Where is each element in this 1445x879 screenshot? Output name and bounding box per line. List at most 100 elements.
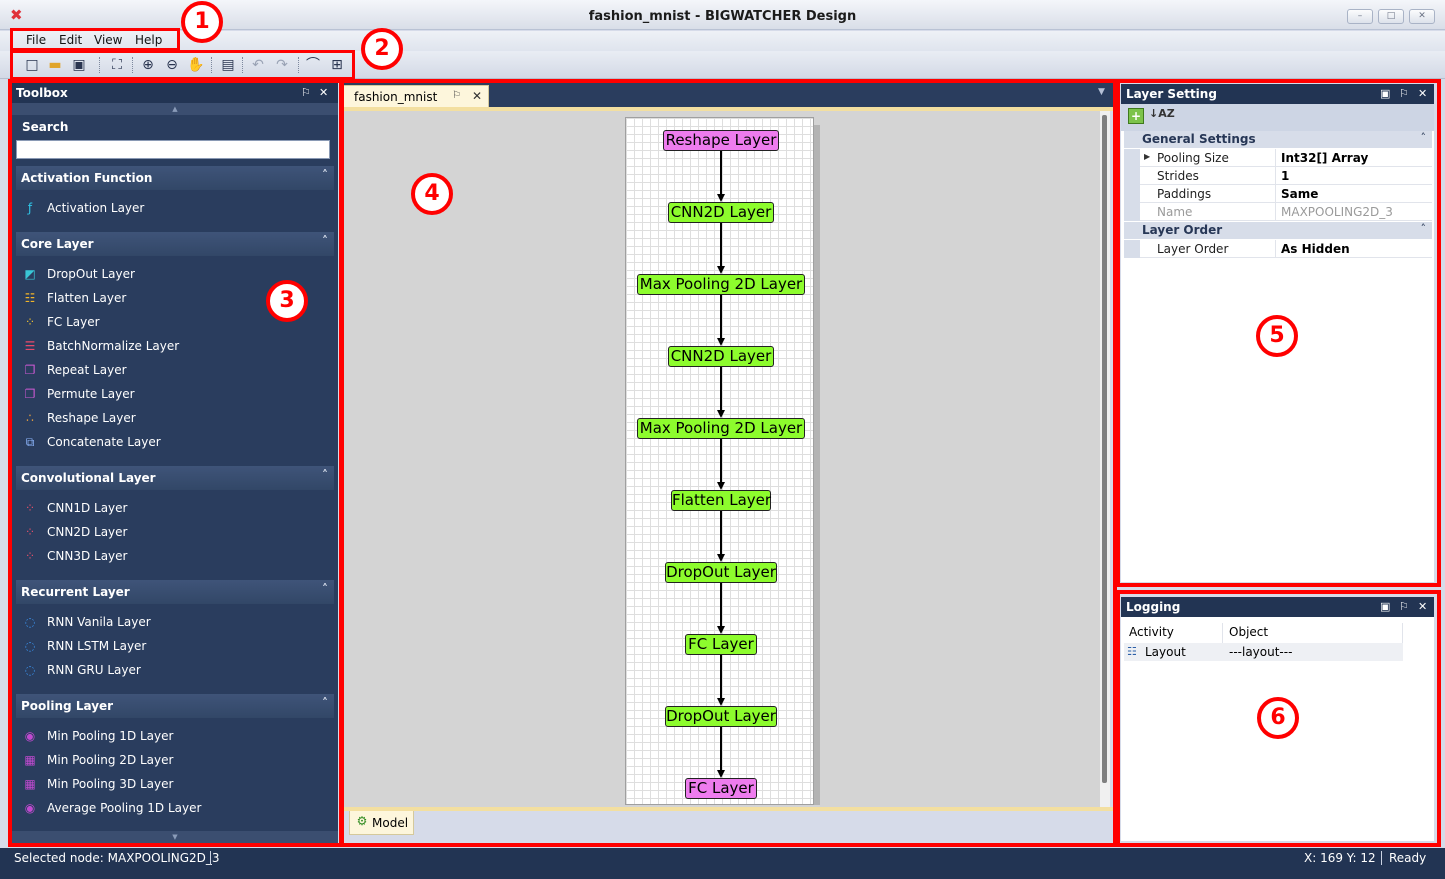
pin-icon[interactable]: ⚐ (452, 90, 461, 101)
maximize-button[interactable]: □ (1378, 9, 1404, 24)
open-folder-icon[interactable]: ▬ (48, 57, 62, 73)
diagram-node[interactable]: CNN2D Layer (668, 346, 774, 367)
collapse-chevron-icon[interactable]: ˄ (322, 168, 328, 182)
category-header[interactable]: Convolutional Layer˄ (16, 466, 334, 490)
tab-list-dropdown-icon[interactable]: ▼ (1098, 87, 1105, 97)
property-value[interactable]: Int32[] Array (1281, 151, 1369, 165)
log-column-object[interactable]: Object (1223, 623, 1403, 643)
diagram-node[interactable]: CNN2D Layer (668, 202, 774, 223)
undo-icon[interactable]: ↶ (252, 57, 264, 73)
close-icon[interactable]: ✕ (472, 89, 483, 103)
pin-icon[interactable]: ⚐ (1399, 600, 1409, 613)
tab-model[interactable]: ⚙ Model (349, 811, 414, 835)
export-image-icon[interactable]: ▤ (221, 57, 235, 73)
diagram-node[interactable]: Flatten Layer (671, 490, 772, 511)
tab-fashion-mnist[interactable]: fashion_mnist ⚐ ✕ (343, 85, 489, 107)
canvas-scrollbar-thumb[interactable] (1102, 115, 1107, 783)
toolbox-item[interactable]: ☷Flatten Layer (20, 288, 320, 308)
menu-edit[interactable]: Edit (59, 33, 83, 47)
category-header[interactable]: Activation Function˄ (16, 166, 334, 190)
minimize-button[interactable]: – (1347, 9, 1373, 24)
toolbox-scroll-up-button[interactable]: ▲ (12, 103, 338, 115)
menu-view[interactable]: View (94, 33, 123, 47)
toolbox-item[interactable]: ◌RNN LSTM Layer (20, 636, 320, 656)
toolbox-item[interactable]: ◌RNN Vanila Layer (20, 612, 320, 632)
diagram-node[interactable]: Max Pooling 2D Layer (637, 274, 805, 295)
toolbox-item[interactable]: ⁘FC Layer (20, 312, 320, 332)
category-header[interactable]: Pooling Layer˄ (16, 694, 334, 718)
toolbar-separator (132, 57, 133, 73)
toolbox-item[interactable]: ⁘CNN1D Layer (20, 498, 320, 518)
pan-hand-icon[interactable]: ✋ (187, 57, 205, 73)
close-icon[interactable]: ✕ (1418, 600, 1428, 613)
close-icon[interactable]: ✕ (1418, 87, 1428, 100)
log-row[interactable]: ☷ Layout ---layout--- (1124, 643, 1403, 661)
zoom-in-icon[interactable]: ⊕ (142, 57, 154, 73)
diagram-node[interactable]: Max Pooling 2D Layer (637, 418, 805, 439)
categorized-view-icon[interactable]: + (1128, 108, 1144, 124)
fit-to-screen-icon[interactable]: ⛶ (112, 57, 122, 73)
zoom-out-icon[interactable]: ⊖ (166, 57, 178, 73)
pin-icon[interactable]: ⚐ (1399, 87, 1409, 100)
expand-arrow-icon[interactable]: ▶ (1144, 152, 1151, 161)
category-header[interactable]: Recurrent Layer˄ (16, 580, 334, 604)
toolbox-item-clipped[interactable] (20, 824, 320, 831)
toolbox-search-input[interactable] (16, 140, 330, 159)
toolbox-item[interactable]: ▦Min Pooling 3D Layer (20, 774, 320, 794)
diagram-node[interactable]: FC Layer (685, 778, 757, 799)
toolbox-item[interactable]: ❐Repeat Layer (20, 360, 320, 380)
toolbox-item[interactable]: ◩DropOut Layer (20, 264, 320, 284)
collapse-chevron-icon[interactable]: ˄ (322, 468, 328, 482)
toolbox-item[interactable]: ◉Average Pooling 1D Layer (20, 798, 320, 818)
float-window-icon[interactable]: ▣ (1380, 600, 1391, 613)
redo-icon[interactable]: ↷ (276, 57, 288, 73)
property-value[interactable]: As Hidden (1281, 242, 1350, 256)
collapse-chevron-icon[interactable]: ˄ (322, 696, 328, 710)
property-value[interactable]: Same (1281, 187, 1319, 201)
close-button[interactable]: ✕ (1409, 9, 1435, 24)
collapse-chevron-icon[interactable]: ˄ (322, 582, 328, 596)
status-selected-node: Selected node: MAXPOOLING2D_3 (14, 851, 220, 865)
connector-icon[interactable]: ⌒ (306, 57, 320, 73)
layer-setting-title: Layer Setting (1126, 87, 1217, 101)
collapse-chevron-icon[interactable]: ˄ (1420, 131, 1427, 144)
collapse-chevron-icon[interactable]: ˄ (322, 234, 328, 248)
new-file-icon[interactable]: □ (25, 57, 39, 73)
save-icon[interactable]: ▣ (72, 57, 86, 73)
auto-layout-icon[interactable]: ⊞ (331, 57, 343, 73)
property-category[interactable]: General Settings˄ (1124, 131, 1432, 148)
toolbox-item[interactable]: ☰BatchNormalize Layer (20, 336, 320, 356)
menu-file[interactable]: File (26, 33, 47, 47)
diagram-node[interactable]: Reshape Layer (663, 130, 779, 151)
diagram-node[interactable]: DropOut Layer (665, 706, 777, 727)
toolbox-item[interactable]: ◌RNN GRU Layer (20, 660, 320, 680)
toolbox-close-icon[interactable]: ✕ (319, 86, 329, 99)
alphabetical-sort-icon[interactable]: ↓AZ (1149, 107, 1175, 120)
diagram-node[interactable]: DropOut Layer (665, 562, 777, 583)
toolbox-item[interactable]: ▦Min Pooling 2D Layer (20, 750, 320, 770)
collapse-chevron-icon[interactable]: ˄ (1420, 222, 1427, 235)
toolbox-scroll-down-button[interactable]: ▼ (12, 831, 338, 843)
log-column-activity[interactable]: Activity (1123, 623, 1223, 643)
diagram-node[interactable]: FC Layer (685, 634, 757, 655)
toolbox-item[interactable]: ⁘CNN2D Layer (20, 522, 320, 542)
float-window-icon[interactable]: ▣ (1380, 87, 1391, 100)
toolbox-item[interactable]: ⧉Concatenate Layer (20, 432, 320, 452)
toolbox-item[interactable]: ◉Min Pooling 1D Layer (20, 726, 320, 746)
menu-help[interactable]: Help (135, 33, 163, 47)
fc-icon: ⁘ (24, 315, 36, 329)
toolbox-item[interactable]: ❐Permute Layer (20, 384, 320, 404)
toolbox-pin-icon[interactable]: ⚐ (301, 86, 311, 99)
toolbox-item[interactable]: ∴Reshape Layer (20, 408, 320, 428)
category-header[interactable]: Core Layer˄ (16, 232, 334, 256)
property-category[interactable]: Layer Order˄ (1124, 222, 1432, 239)
toolbox-item[interactable]: ⁘CNN3D Layer (20, 546, 320, 566)
property-value[interactable]: 1 (1281, 169, 1290, 183)
